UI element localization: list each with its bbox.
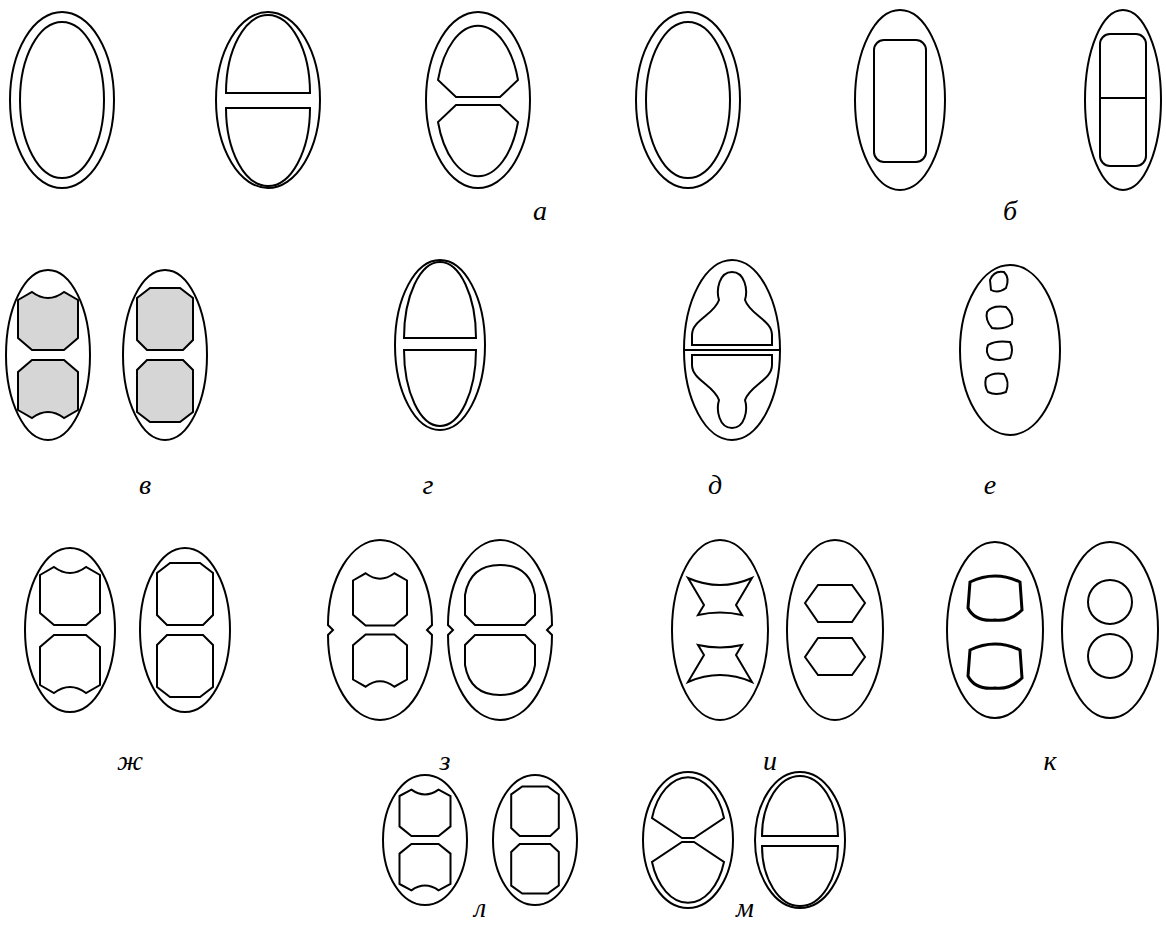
cell-part bbox=[40, 567, 100, 693]
cell-part bbox=[684, 349, 780, 351]
cell-part bbox=[216, 12, 320, 188]
cell-part bbox=[1088, 580, 1132, 624]
cell-part bbox=[762, 846, 838, 906]
cell-part bbox=[465, 565, 535, 625]
cell-part bbox=[6, 270, 90, 440]
cell-part bbox=[438, 105, 518, 176]
cell-part bbox=[805, 585, 865, 622]
cell-part bbox=[985, 374, 1007, 395]
cell-part bbox=[1062, 542, 1158, 718]
cell-part bbox=[140, 548, 230, 712]
cell-part bbox=[646, 22, 730, 178]
cell-figure bbox=[328, 540, 432, 720]
cell-part bbox=[493, 775, 577, 905]
cell-figure bbox=[493, 775, 577, 905]
cell-part bbox=[157, 563, 213, 697]
cell-figure bbox=[1062, 542, 1158, 718]
figure-letter: в bbox=[139, 470, 151, 501]
cell-figure bbox=[426, 12, 530, 188]
cell-figure bbox=[383, 775, 467, 905]
cell-part bbox=[395, 260, 485, 430]
figure-letter: д bbox=[708, 470, 722, 501]
cell-figure bbox=[643, 772, 733, 908]
cell-figure bbox=[755, 772, 845, 908]
figure-letter: а bbox=[533, 196, 547, 227]
cell-part bbox=[990, 272, 1008, 292]
cell-part bbox=[672, 540, 768, 720]
cell-part bbox=[987, 307, 1013, 329]
cell-part bbox=[511, 786, 559, 893]
figure-letter: з bbox=[440, 746, 451, 777]
cell-part bbox=[652, 777, 724, 838]
cell-figure bbox=[947, 542, 1043, 718]
cell-part bbox=[1100, 97, 1146, 99]
cell-part bbox=[805, 638, 865, 675]
figure-letter: б bbox=[1003, 196, 1017, 227]
figure-letter: г bbox=[423, 470, 434, 501]
cell-part bbox=[438, 26, 518, 97]
cell-part bbox=[20, 22, 104, 178]
cell-part bbox=[226, 15, 310, 93]
cell-part bbox=[123, 270, 207, 440]
figure-letter: ж bbox=[117, 746, 143, 777]
cell-part bbox=[10, 12, 114, 188]
cell-part bbox=[855, 10, 945, 190]
cell-part bbox=[968, 644, 1022, 688]
cell-part bbox=[1100, 34, 1146, 166]
cell-figure bbox=[216, 12, 320, 188]
cell-part bbox=[18, 292, 78, 418]
cell-figure bbox=[787, 540, 883, 720]
cell-figure bbox=[6, 270, 90, 440]
cell-part bbox=[226, 108, 310, 186]
cell-part bbox=[383, 775, 467, 905]
cell-figure bbox=[25, 548, 115, 712]
cell-part bbox=[787, 540, 883, 720]
cell-figure bbox=[395, 260, 485, 430]
cell-part bbox=[448, 540, 552, 720]
cell-part bbox=[636, 12, 740, 188]
cell-figure bbox=[672, 540, 768, 720]
cell-part bbox=[688, 645, 752, 682]
figure-letter: е bbox=[984, 470, 996, 501]
cell-part bbox=[1088, 634, 1132, 678]
cell-figure bbox=[855, 10, 945, 190]
cell-part bbox=[1085, 10, 1161, 190]
figure-letter: л bbox=[474, 893, 486, 924]
cell-part bbox=[755, 772, 845, 908]
cell-part bbox=[968, 576, 1022, 620]
cell-figure bbox=[10, 12, 114, 188]
cell-part bbox=[465, 635, 535, 695]
cell-part bbox=[643, 772, 733, 908]
cell-part bbox=[688, 578, 752, 615]
figure-letter: и bbox=[763, 746, 777, 777]
cell-part bbox=[137, 288, 193, 422]
cell-figure bbox=[636, 12, 740, 188]
cell-part bbox=[692, 272, 772, 345]
cell-part bbox=[426, 12, 530, 188]
cell-part bbox=[947, 542, 1043, 718]
cell-figure bbox=[960, 265, 1060, 435]
cell-part bbox=[762, 776, 838, 836]
cell-figure bbox=[448, 540, 552, 720]
cell-part bbox=[652, 842, 724, 903]
cell-part bbox=[353, 573, 407, 686]
cell-part bbox=[692, 355, 772, 428]
figure-letter: к bbox=[1043, 746, 1056, 777]
cell-part bbox=[328, 540, 432, 720]
cell-part bbox=[684, 260, 780, 440]
cell-figure bbox=[140, 548, 230, 712]
cell-part bbox=[400, 790, 451, 891]
cell-part bbox=[874, 40, 926, 162]
cell-part bbox=[960, 265, 1060, 435]
cell-figure bbox=[684, 260, 780, 440]
cell-part bbox=[404, 350, 476, 426]
cell-part bbox=[987, 341, 1012, 360]
cell-figure bbox=[1085, 10, 1161, 190]
cell-part bbox=[404, 262, 476, 338]
figure-letter: м bbox=[736, 893, 754, 924]
cell-part bbox=[25, 548, 115, 712]
cell-figure bbox=[123, 270, 207, 440]
